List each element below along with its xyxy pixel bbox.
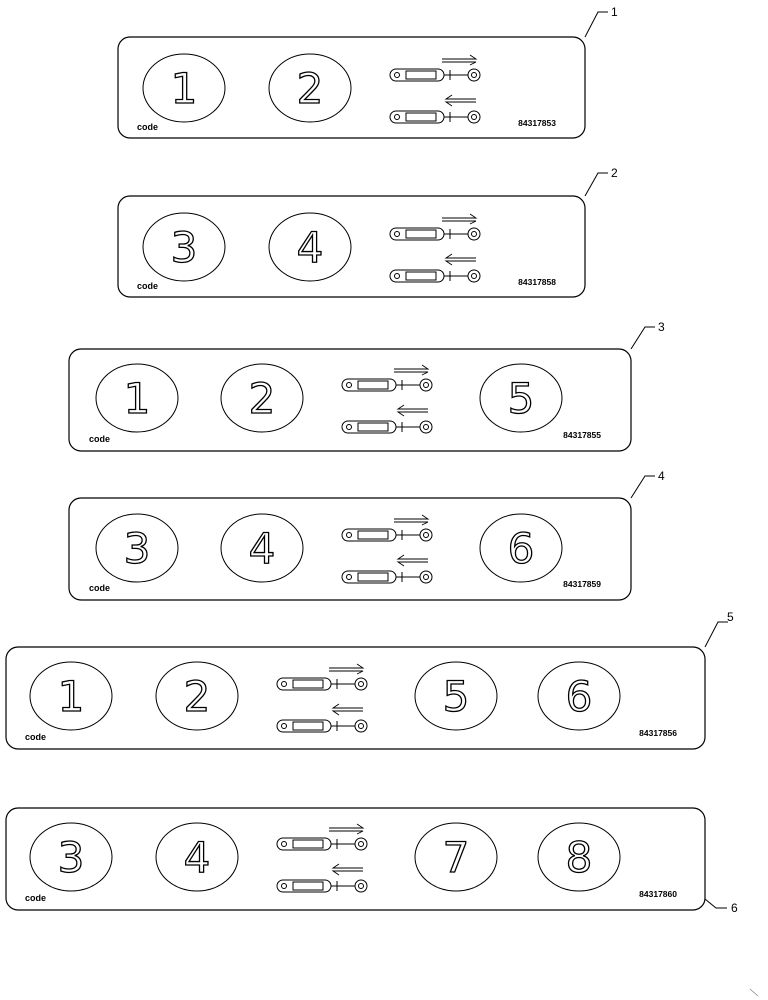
part-number: 84317858 — [518, 277, 556, 287]
leader-line — [704, 621, 728, 648]
cylinder-icons — [341, 364, 433, 434]
hydraulic-cylinder-extended-icon — [276, 677, 368, 691]
function-circle — [268, 212, 352, 282]
function-circle — [220, 513, 304, 583]
cylinder-retract-arrow-icon — [331, 703, 363, 716]
decal-5: 1 2 5 6 code 84317856 5 — [5, 610, 734, 750]
function-number: 4 — [297, 223, 324, 272]
part-number: 84317855 — [563, 430, 601, 440]
function-number: 4 — [184, 833, 211, 882]
function-circle — [537, 822, 621, 892]
cylinder-retract-arrow-icon — [444, 94, 476, 107]
callout-number: 1 — [611, 5, 618, 19]
callout-number: 5 — [727, 610, 734, 624]
cylinder-extend-arrow-icon — [329, 663, 365, 675]
function-circle — [479, 513, 563, 583]
function-number: 1 — [58, 672, 85, 721]
part-number: 84317856 — [639, 728, 677, 738]
function-number: 2 — [184, 672, 211, 721]
cylinder-retract-arrow-icon — [396, 554, 428, 567]
leader-line — [584, 11, 608, 38]
callout-number: 2 — [611, 166, 618, 180]
function-circle — [142, 53, 226, 123]
cylinder-extend-arrow-icon — [442, 213, 478, 225]
code-label: code — [137, 281, 158, 291]
function-circle — [479, 363, 563, 433]
cylinder-icons — [276, 663, 368, 733]
cylinder-retract-arrow-icon — [396, 404, 428, 417]
leader-line — [630, 326, 655, 350]
cylinder-icons — [276, 823, 368, 893]
function-circle — [414, 661, 498, 731]
hydraulic-cylinder-extended-icon — [341, 378, 433, 392]
function-circle — [29, 661, 113, 731]
decal-1: 1 2 code 84317853 1 — [117, 5, 618, 139]
function-number: 7 — [443, 833, 470, 882]
cylinder-extend-arrow-icon — [394, 364, 430, 376]
function-number: 3 — [124, 524, 151, 573]
function-number: 8 — [566, 833, 593, 882]
function-circle — [414, 822, 498, 892]
leader-line — [704, 898, 727, 909]
hydraulic-cylinder-retracted-icon — [389, 269, 481, 283]
callout-number: 3 — [658, 320, 665, 334]
cylinder-retract-arrow-icon — [331, 863, 363, 876]
function-circle — [95, 363, 179, 433]
part-number: 84317860 — [639, 889, 677, 899]
function-circle — [142, 212, 226, 282]
leader-line — [630, 475, 655, 499]
function-number: 6 — [566, 672, 593, 721]
cylinder-icons — [389, 213, 481, 283]
function-circle — [155, 661, 239, 731]
function-circle — [537, 661, 621, 731]
decal-3: 1 2 5 code 84317855 3 — [68, 320, 665, 452]
function-number: 5 — [508, 374, 535, 423]
hydraulic-cylinder-extended-icon — [389, 68, 481, 82]
hydraulic-cylinder-retracted-icon — [276, 879, 368, 893]
code-label: code — [25, 893, 46, 903]
corner-mark — [749, 988, 759, 997]
hydraulic-cylinder-extended-icon — [389, 227, 481, 241]
function-circle — [95, 513, 179, 583]
cylinder-extend-arrow-icon — [394, 514, 430, 526]
leader-line — [584, 172, 608, 197]
function-circle — [155, 822, 239, 892]
function-number: 1 — [171, 64, 198, 113]
hydraulic-cylinder-extended-icon — [341, 528, 433, 542]
function-number: 3 — [171, 223, 198, 272]
code-label: code — [89, 583, 110, 593]
decal-2: 3 4 code 84317858 2 — [117, 166, 618, 298]
function-circle — [220, 363, 304, 433]
hydraulic-cylinder-retracted-icon — [341, 420, 433, 434]
function-number: 5 — [443, 672, 470, 721]
cylinder-icons — [341, 514, 433, 584]
part-number: 84317853 — [518, 118, 556, 128]
function-number: 2 — [249, 374, 276, 423]
hydraulic-cylinder-extended-icon — [276, 837, 368, 851]
function-circle — [268, 53, 352, 123]
function-number: 6 — [508, 524, 535, 573]
decal-6: 3 4 7 8 code 84317860 6 — [5, 807, 738, 915]
hydraulic-cylinder-retracted-icon — [389, 110, 481, 124]
callout-number: 4 — [658, 469, 665, 483]
decal-4: 3 4 6 code 84317859 4 — [68, 469, 665, 601]
cylinder-extend-arrow-icon — [442, 54, 478, 66]
function-number: 4 — [249, 524, 276, 573]
callout-number: 6 — [731, 901, 738, 915]
function-circle — [29, 822, 113, 892]
cylinder-extend-arrow-icon — [329, 823, 365, 835]
function-number: 2 — [297, 64, 324, 113]
cylinder-icons — [389, 54, 481, 124]
code-label: code — [25, 732, 46, 742]
code-label: code — [89, 434, 110, 444]
hydraulic-cylinder-retracted-icon — [341, 570, 433, 584]
code-label: code — [137, 122, 158, 132]
part-number: 84317859 — [563, 579, 601, 589]
cylinder-retract-arrow-icon — [444, 253, 476, 266]
hydraulic-cylinder-retracted-icon — [276, 719, 368, 733]
function-number: 3 — [58, 833, 85, 882]
function-number: 1 — [124, 374, 151, 423]
